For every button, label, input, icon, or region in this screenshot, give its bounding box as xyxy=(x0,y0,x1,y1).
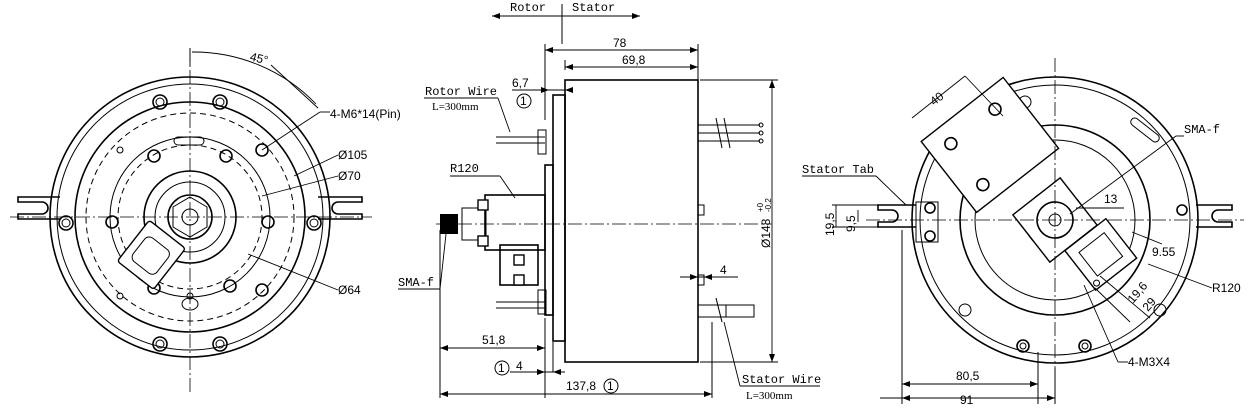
hole-spec-label: 4-M6*14(Pin) xyxy=(330,107,401,121)
sma-rear-label: SMA-f xyxy=(1184,123,1220,137)
dia-70-label: Ø70 xyxy=(338,169,361,183)
dim-9-55: 9.55 xyxy=(1152,245,1176,259)
dia-105-label: Ø105 xyxy=(338,148,368,162)
dim-137-8: 137,8 xyxy=(566,379,596,393)
side-view: 78 69,8 6,7 1 Rotor Wire L=300mm xyxy=(398,36,821,402)
dim-40: 40 xyxy=(927,89,946,108)
dim-91: 91 xyxy=(960,393,974,407)
marker-bottom: 1 xyxy=(607,379,614,393)
rotor-wire-label: Rotor Wire xyxy=(425,85,497,99)
dim-6-7: 6,7 xyxy=(512,76,529,90)
dia-64-label: Ø64 xyxy=(338,283,361,297)
marker-top: 1 xyxy=(520,94,527,108)
sma-side-label: SMA-f xyxy=(398,276,434,290)
rotor-stator-header: Rotor Stator xyxy=(492,1,640,44)
stator-tab-label: Stator Tab xyxy=(802,163,874,177)
rear-view: 40 SMA-f Stator Tab 19,5 9,5 13 9.55 R12… xyxy=(802,58,1244,407)
rotor-wire-length: L=300mm xyxy=(432,101,479,113)
stator-wire-label: Stator Wire xyxy=(742,373,821,387)
front-view: 45° 4-M6*14(Pin) Ø105 Ø70 Ø64 xyxy=(10,48,401,392)
dim-9-5: 9,5 xyxy=(844,215,858,232)
dim-69-8: 69,8 xyxy=(622,53,646,67)
dia-148-label: Ø148 xyxy=(759,218,773,248)
dim-51-8: 51,8 xyxy=(482,333,506,347)
dim-4-right: 4 xyxy=(720,263,727,277)
tol-lower: -0.2 xyxy=(764,198,773,212)
mid-screws xyxy=(105,143,275,300)
dim-4-bottom: 4 xyxy=(516,359,523,373)
r120-side-label: R120 xyxy=(450,162,479,176)
outer-screws xyxy=(58,94,322,352)
rotor-label: Rotor xyxy=(510,1,546,15)
dim-29: 29 xyxy=(1140,294,1160,313)
holes-label: 4-M3X4 xyxy=(1128,355,1170,369)
stator-label: Stator xyxy=(572,1,615,15)
marker-bottom-left: 1 xyxy=(498,361,505,375)
dim-13: 13 xyxy=(1104,192,1118,206)
r120-rear-label: R120 xyxy=(1212,281,1241,295)
tol-upper: +0 xyxy=(756,202,765,212)
dim-80-5: 80,5 xyxy=(956,369,980,383)
dim-78: 78 xyxy=(613,36,627,50)
angle-label: 45° xyxy=(249,50,270,68)
dim-19-5: 19,5 xyxy=(823,212,837,236)
stator-wire-length: L=300mm xyxy=(746,390,793,402)
